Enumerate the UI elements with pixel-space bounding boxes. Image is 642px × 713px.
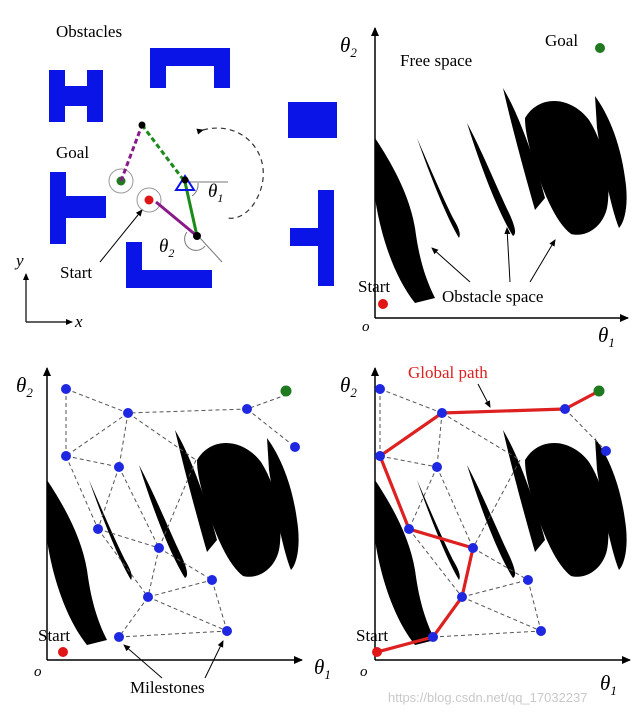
watermark-text: https://blog.csdn.net/qq_17032237 [388, 690, 588, 705]
milestone [93, 524, 103, 534]
milestone [123, 408, 133, 418]
obstacles-label: Obstacles [56, 22, 122, 41]
milestone [428, 632, 438, 642]
workspace-y-label: y [14, 251, 24, 270]
obstacle-t-left [50, 172, 106, 244]
milestone [143, 592, 153, 602]
milestone [536, 626, 546, 636]
obstacle-blocks [49, 48, 337, 288]
obstacle-space-arrow-3 [529, 239, 556, 283]
theta1-label: θ1 [208, 181, 223, 205]
workspace-panel: Obstacles Goal Start [14, 22, 337, 331]
milestone [114, 632, 124, 642]
milestone [222, 626, 232, 636]
cspace-theta2-label: θ2 [340, 33, 357, 60]
path-obstacles [375, 430, 627, 645]
workspace-x-label: x [74, 312, 83, 331]
roadmap-goal-point [280, 385, 292, 397]
start-label: Start [60, 263, 92, 282]
goal-link-1 [140, 124, 187, 183]
start-halo [136, 187, 162, 213]
obstacle-square [288, 102, 337, 138]
elbow-joint [193, 232, 201, 240]
obstacle-space-label: Obstacle space [442, 287, 543, 306]
arm-link-2 [155, 200, 198, 238]
free-space-label: Free space [400, 51, 472, 70]
goal-elbow-joint [138, 121, 146, 129]
milestone [154, 543, 164, 553]
milestone [61, 451, 71, 461]
milestone [290, 442, 300, 452]
milestone [560, 404, 570, 414]
global-path-panel: θ2 θ1 o Start Global path [340, 363, 631, 698]
obstacle-space-arrow-2 [504, 227, 511, 283]
milestone [432, 462, 442, 472]
global-path-arrow [477, 383, 491, 408]
milestone [437, 408, 447, 418]
roadmap-edges [65, 388, 296, 638]
roadmap-start-point [58, 647, 68, 657]
milestone [375, 384, 385, 394]
theta2-reference-line [199, 237, 223, 263]
global-path-label: Global path [408, 363, 488, 382]
roadmap-origin-label: o [34, 664, 42, 680]
milestone [457, 592, 467, 602]
milestones-label: Milestones [130, 678, 205, 697]
goal-link-2 [119, 124, 144, 182]
path-milestones [375, 384, 611, 642]
path-start-label: Start [356, 626, 388, 645]
path-origin-label: o [360, 664, 368, 680]
path-theta2-label: θ2 [340, 373, 357, 400]
milestone [61, 384, 71, 394]
milestone [207, 575, 217, 585]
roadmap-panel: θ2 θ1 o Start Milestones [16, 367, 331, 697]
cspace-goal-point [595, 43, 605, 53]
milestone [114, 462, 124, 472]
goal-label: Goal [56, 143, 89, 162]
rotation-dashed-arc [196, 127, 264, 219]
cspace-start-label: Start [358, 277, 390, 296]
goal-halo [108, 168, 134, 194]
obstacle-c-top [150, 48, 230, 88]
roadmap-start-label: Start [38, 626, 70, 645]
cspace-start-point [378, 299, 388, 309]
obstacle-h-shape [49, 70, 103, 122]
milestones-arrow-2 [204, 640, 224, 679]
milestone [468, 543, 478, 553]
theta2-arc [184, 231, 206, 251]
theta2-label: θ2 [159, 236, 174, 260]
obstacle-t-right [290, 190, 334, 286]
start-pointer-arrow [99, 209, 143, 263]
milestone [523, 575, 533, 585]
milestones-arrow-1 [123, 644, 163, 679]
milestone [242, 404, 252, 414]
obstacle-space-arrow-1 [431, 247, 471, 283]
milestone [404, 524, 414, 534]
roadmap-obstacles [47, 430, 299, 645]
path-start-point [372, 647, 382, 657]
cspace-origin-label: o [362, 319, 370, 335]
path-theta1-label: θ1 [600, 671, 617, 698]
cspace-goal-label: Goal [545, 31, 578, 50]
cspace-panel: θ2 θ1 o Free space Goal Start Obstacle s… [340, 27, 629, 350]
base-joint [181, 176, 189, 184]
milestone [375, 451, 385, 461]
milestone [601, 446, 611, 456]
path-goal-point [593, 385, 605, 397]
cspace-obstacles [375, 88, 627, 303]
roadmap-theta2-label: θ2 [16, 373, 33, 400]
start-point [144, 195, 154, 205]
base-joint-triangle [174, 174, 196, 191]
roadmap-theta1-label: θ1 [314, 655, 331, 682]
theta1-arc [191, 182, 199, 197]
roadmap-milestones [61, 384, 300, 642]
cspace-theta1-label: θ1 [598, 323, 615, 350]
obstacle-l-bottom [126, 242, 212, 288]
